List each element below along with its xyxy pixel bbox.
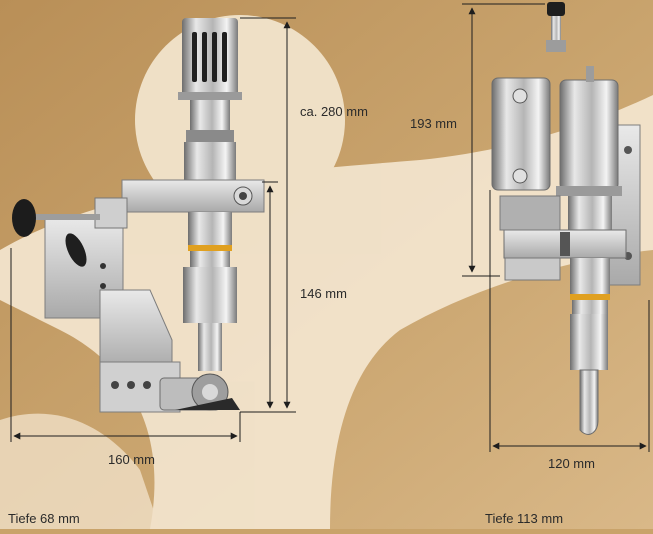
right-width-label: 120 mm: [548, 456, 595, 471]
right-depth-label: Tiefe 113 mm: [485, 511, 564, 526]
right-device-illustration: [491, 2, 641, 435]
left-device-illustration: [12, 18, 265, 413]
right-dimension-lines: [462, 3, 650, 452]
left-depth-label: Tiefe 68 mm: [8, 511, 80, 526]
left-width-label: 160 mm: [108, 452, 155, 467]
left-dimension-lines: [10, 17, 296, 442]
right-height-label: 193 mm: [410, 116, 457, 131]
left-total-height-label: ca. 280 mm: [300, 104, 368, 119]
left-lower-height-label: 146 mm: [300, 286, 347, 301]
